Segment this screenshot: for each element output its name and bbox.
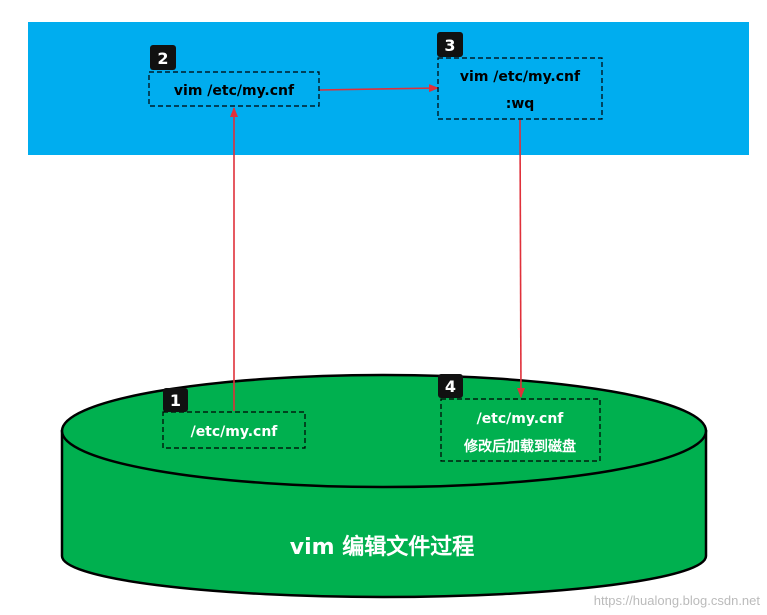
step4-box xyxy=(440,398,601,462)
step3-line1: vim /etc/my.cnf xyxy=(460,69,581,85)
step4-badge xyxy=(438,374,463,398)
step3-line2: :wq xyxy=(506,96,535,112)
disk-top xyxy=(60,373,708,489)
step4-line1: /etc/my.cnf xyxy=(477,411,565,427)
watermark: https://hualong.blog.csdn.net xyxy=(594,593,761,608)
step1-box xyxy=(162,411,306,449)
step1-badge-number: 1 xyxy=(170,391,181,410)
arrow-step3-to-step4 xyxy=(516,119,525,398)
step2-box xyxy=(148,71,320,107)
step3-box xyxy=(437,57,603,120)
step2-badge-number: 2 xyxy=(157,49,168,68)
step3-group: 3 vim /etc/my.cnf :wq xyxy=(437,32,603,120)
arrow-step2-to-step3 xyxy=(318,84,439,93)
step2-line1: vim /etc/my.cnf xyxy=(174,83,295,99)
disk-cylinder xyxy=(60,373,708,599)
step4-badge-number: 4 xyxy=(445,377,456,396)
disk-title: vim 编辑文件过程 xyxy=(290,534,474,560)
step3-badge xyxy=(437,32,463,57)
step4-group: 4 /etc/my.cnf 修改后加载到磁盘 xyxy=(438,374,601,462)
step2-badge xyxy=(150,45,176,70)
step4-line2: 修改后加载到磁盘 xyxy=(463,438,576,455)
step1-line1: /etc/my.cnf xyxy=(191,424,279,440)
step3-badge-number: 3 xyxy=(444,36,455,55)
step1-group: 1 /etc/my.cnf xyxy=(162,388,306,449)
step2-group: 2 vim /etc/my.cnf xyxy=(148,45,320,107)
step1-badge xyxy=(163,388,188,412)
